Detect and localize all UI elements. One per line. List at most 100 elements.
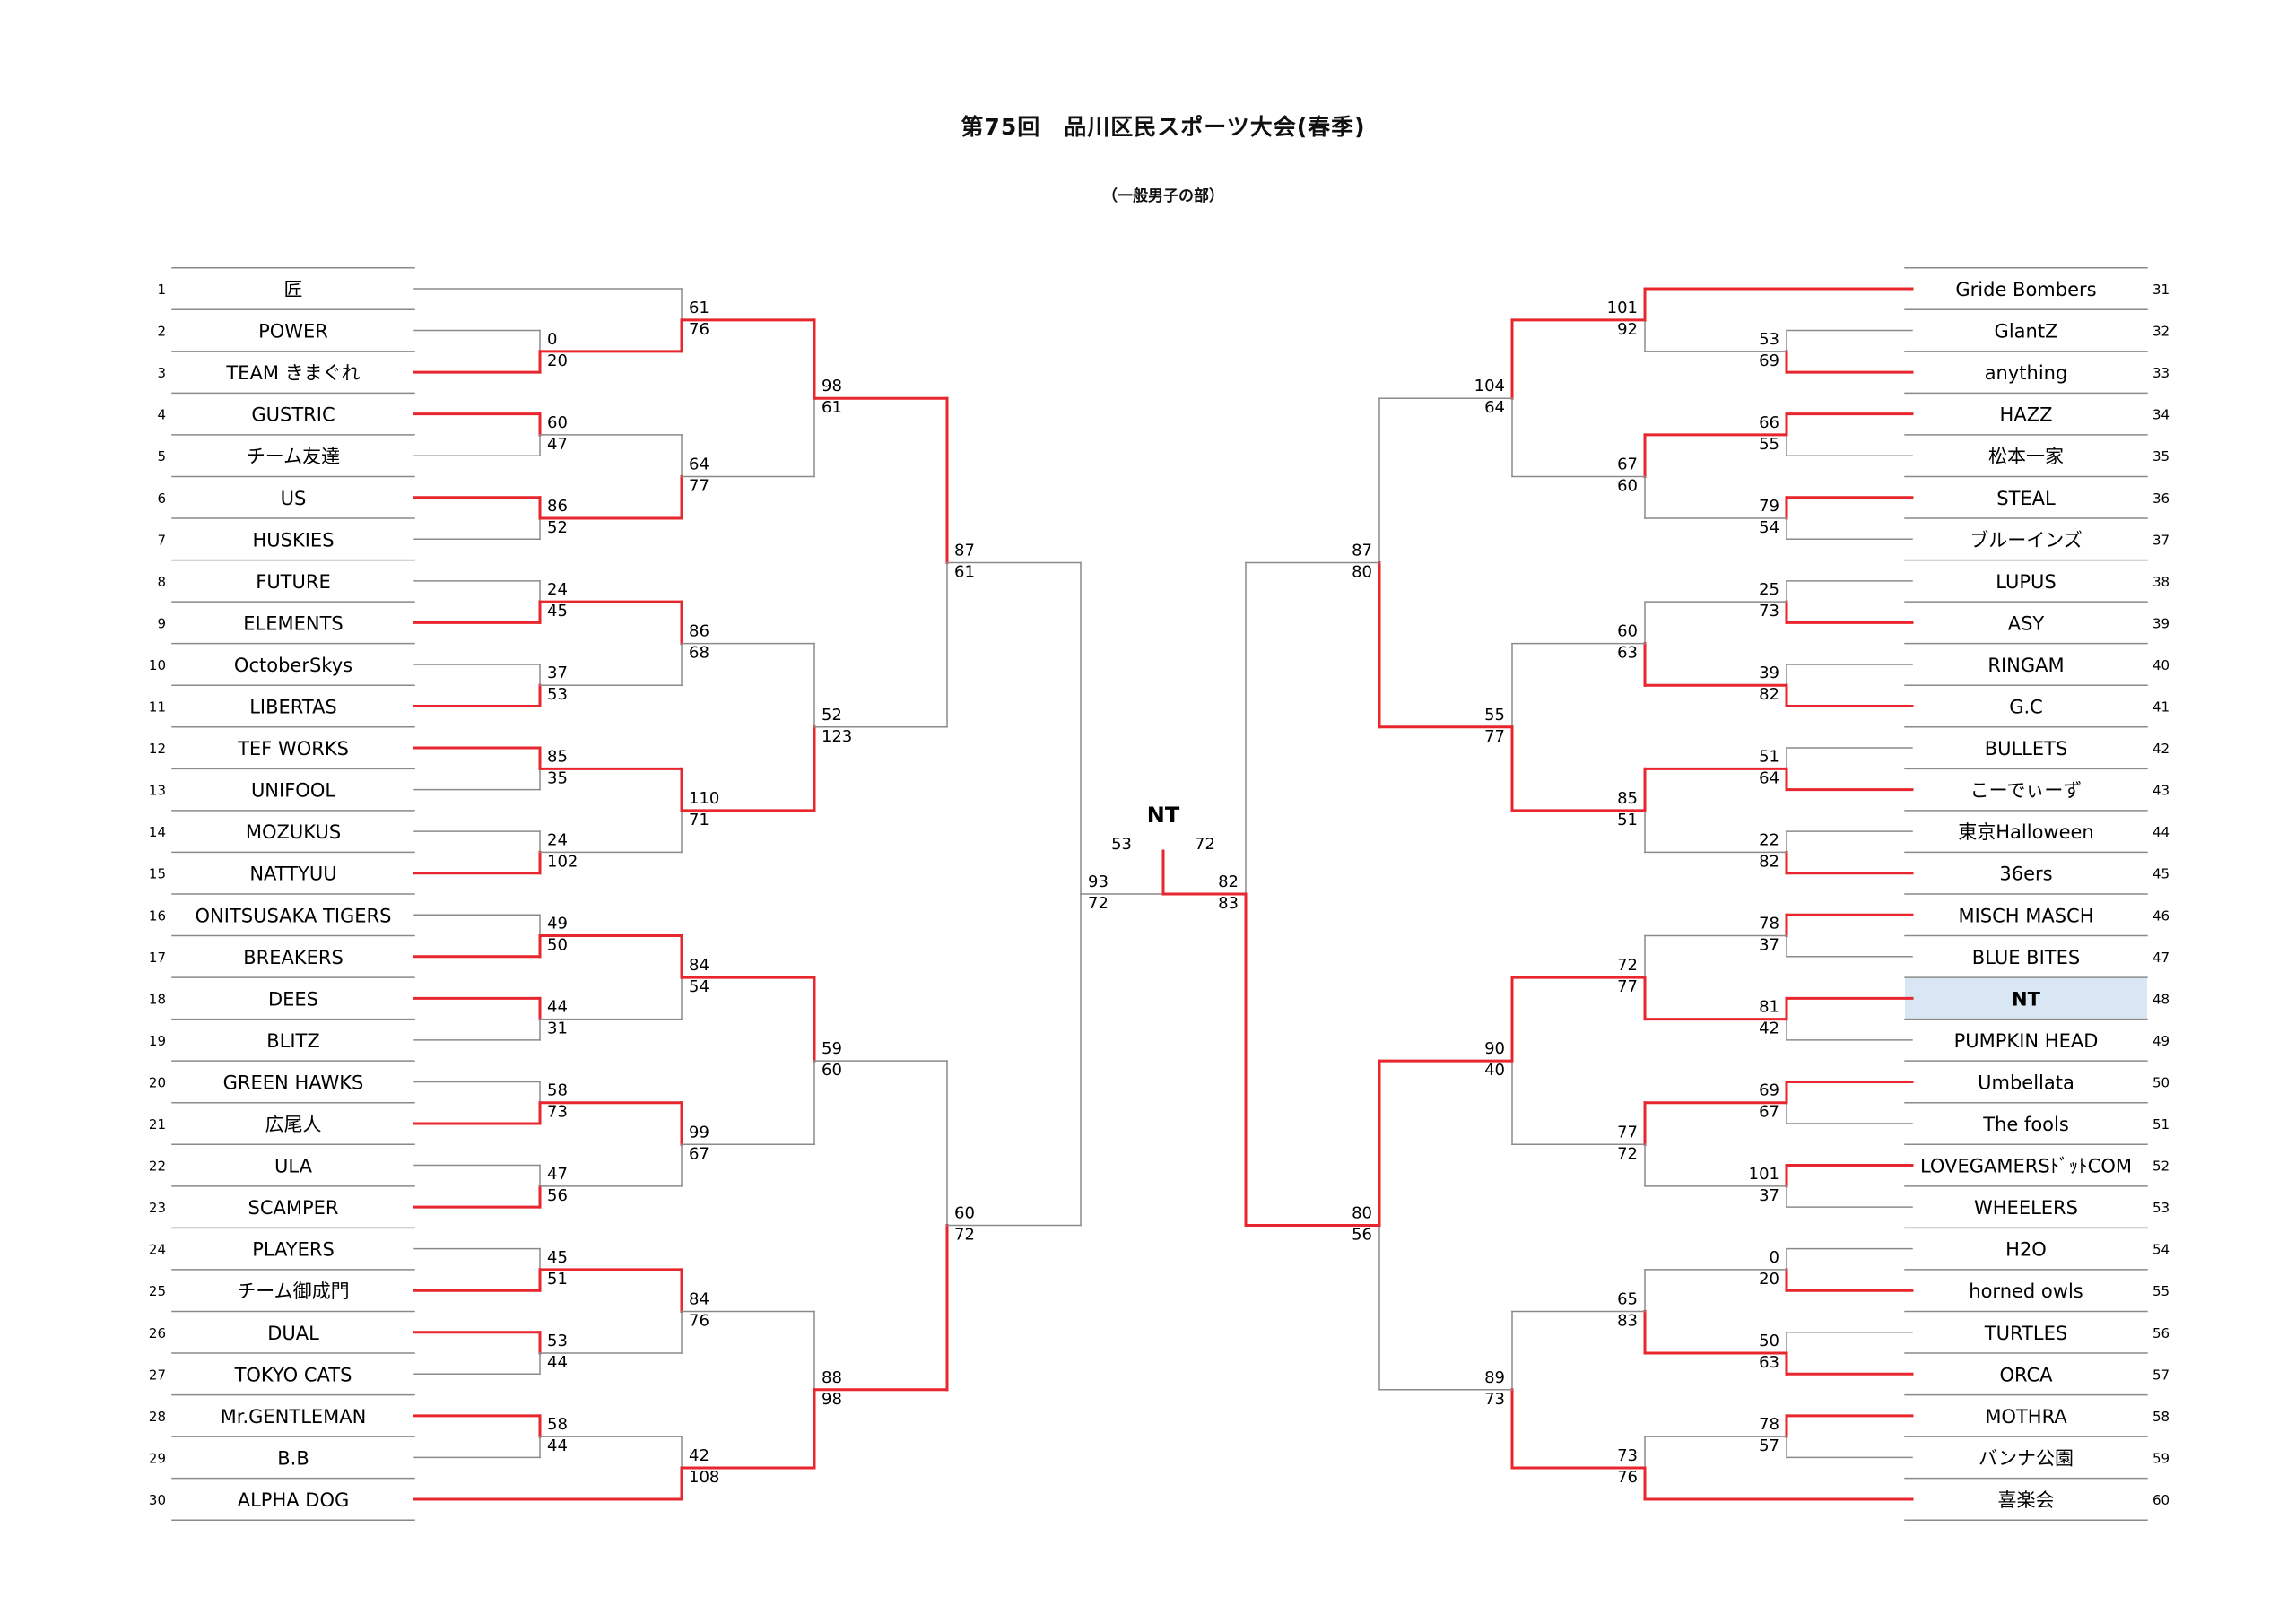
score-label: 67 (1759, 1103, 1779, 1122)
page-subtitle: （一般男子の部） (1102, 187, 1224, 205)
team-seed: 40 (2152, 657, 2170, 673)
team-seed: 50 (2152, 1074, 2170, 1090)
team-name: MISCH MASCH (1958, 905, 2093, 926)
highlight-cell (1905, 977, 2147, 1020)
score-label: 66 (1759, 413, 1779, 432)
team-seed: 48 (2152, 991, 2170, 1007)
score-label: 50 (547, 936, 568, 955)
team-name: MOTHRA (1985, 1406, 2067, 1428)
score-label: 59 (822, 1039, 842, 1058)
team-seed: 31 (2152, 282, 2170, 298)
score-label: 79 (1759, 497, 1779, 516)
score-label: 72 (954, 1225, 975, 1244)
score-label: 0 (547, 330, 557, 349)
team-seed: 49 (2152, 1033, 2170, 1049)
score-label: 88 (822, 1368, 842, 1387)
team-seed: 34 (2152, 407, 2170, 423)
score-label: 22 (1759, 830, 1779, 849)
score-label: 61 (954, 562, 975, 581)
score-label: 35 (547, 768, 568, 787)
score-label: 63 (1759, 1353, 1779, 1372)
score-label: 60 (1617, 476, 1638, 495)
score-label: 51 (547, 1270, 568, 1289)
score-label: 52 (547, 518, 568, 537)
team-name: LIBERTAS (249, 697, 337, 718)
team-seed: 8 (157, 574, 166, 590)
team-seed: 30 (149, 1492, 166, 1508)
score-label: 64 (1759, 768, 1779, 787)
team-seed: 53 (2152, 1200, 2170, 1216)
team-name: こーでぃーず (1970, 780, 2083, 802)
team-name: WHEELERS (1974, 1197, 2078, 1219)
score-label: 90 (1484, 1039, 1505, 1058)
page-title: 第75回 品川区民スポーツ大会(春季) (961, 114, 1366, 140)
score-label: 55 (1759, 435, 1779, 454)
score-label: 42 (689, 1446, 709, 1465)
team-name: horned owls (1969, 1280, 2083, 1302)
team-name: 広尾人 (265, 1114, 322, 1135)
score-label: 81 (1759, 998, 1779, 1017)
team-seed: 3 (157, 365, 166, 381)
team-name: FUTURE (256, 571, 331, 593)
score-label: 58 (547, 1415, 568, 1434)
team-seed: 26 (149, 1325, 166, 1341)
score-label: 77 (689, 476, 709, 495)
score-label: 87 (1352, 541, 1372, 560)
team-name: 東京Halloween (1958, 821, 2094, 843)
team-name: US (281, 488, 307, 509)
team-seed: 10 (149, 657, 166, 673)
team-seed: 4 (157, 407, 166, 423)
team-name: チーム御成門 (237, 1280, 349, 1302)
team-seed: 1 (157, 282, 166, 298)
team-seed: 11 (149, 699, 166, 716)
team-seed: 27 (149, 1367, 166, 1383)
team-name: anything (1985, 362, 2068, 384)
score-label: 123 (822, 727, 852, 746)
team-name: TOKYO CATS (234, 1364, 352, 1385)
score-label: 76 (689, 1311, 709, 1330)
team-name: NATTYUU (249, 864, 336, 885)
team-seed: 22 (149, 1159, 166, 1175)
score-label: 80 (1352, 562, 1372, 581)
score-label: 78 (1759, 915, 1779, 933)
team-name: PUMPKIN HEAD (1954, 1030, 2099, 1052)
team-seed: 29 (149, 1450, 166, 1466)
team-name: BREAKERS (243, 947, 344, 968)
score-label: 45 (547, 602, 568, 621)
score-label: 84 (689, 1289, 709, 1308)
team-seed: 33 (2152, 365, 2170, 381)
team-seed: 38 (2152, 574, 2170, 590)
score-label: 83 (1218, 894, 1239, 913)
team-seed: 37 (2152, 532, 2170, 548)
team-seed: 19 (149, 1033, 166, 1049)
team-seed: 16 (149, 907, 166, 924)
team-name: PLAYERS (252, 1239, 335, 1261)
score-label: 0 (1770, 1248, 1779, 1267)
team-name: Gride Bombers (1955, 279, 2096, 300)
score-label: 98 (822, 377, 842, 395)
score-label: 73 (1617, 1446, 1638, 1465)
score-label: 85 (1617, 789, 1638, 808)
team-name: OctoberSkys (234, 655, 352, 676)
score-label: 73 (1484, 1390, 1505, 1409)
team-name: ASY (2008, 612, 2045, 634)
team-seed: 58 (2152, 1409, 2170, 1425)
team-name: HUSKIES (252, 529, 334, 551)
team-name: 36ers (1999, 864, 2052, 885)
score-label: 25 (1759, 580, 1779, 599)
score-label: 108 (689, 1468, 719, 1487)
score-label: 76 (1617, 1468, 1638, 1487)
team-name: ORCA (1999, 1364, 2053, 1385)
team-name: HAZZ (2000, 404, 2053, 426)
score-label: 20 (547, 352, 568, 370)
team-name: ブルーインズ (1970, 529, 2083, 551)
team-name: バンナ公園 (1979, 1447, 2074, 1469)
score-label: 61 (822, 398, 842, 417)
team-name: TEF WORKS (237, 738, 349, 759)
team-name: G.C (2009, 697, 2043, 718)
score-label: 82 (1759, 685, 1779, 704)
team-name: TURTLES (1984, 1323, 2067, 1344)
team-seed: 57 (2152, 1367, 2170, 1383)
score-label: 47 (547, 435, 568, 454)
team-seed: 28 (149, 1409, 166, 1425)
